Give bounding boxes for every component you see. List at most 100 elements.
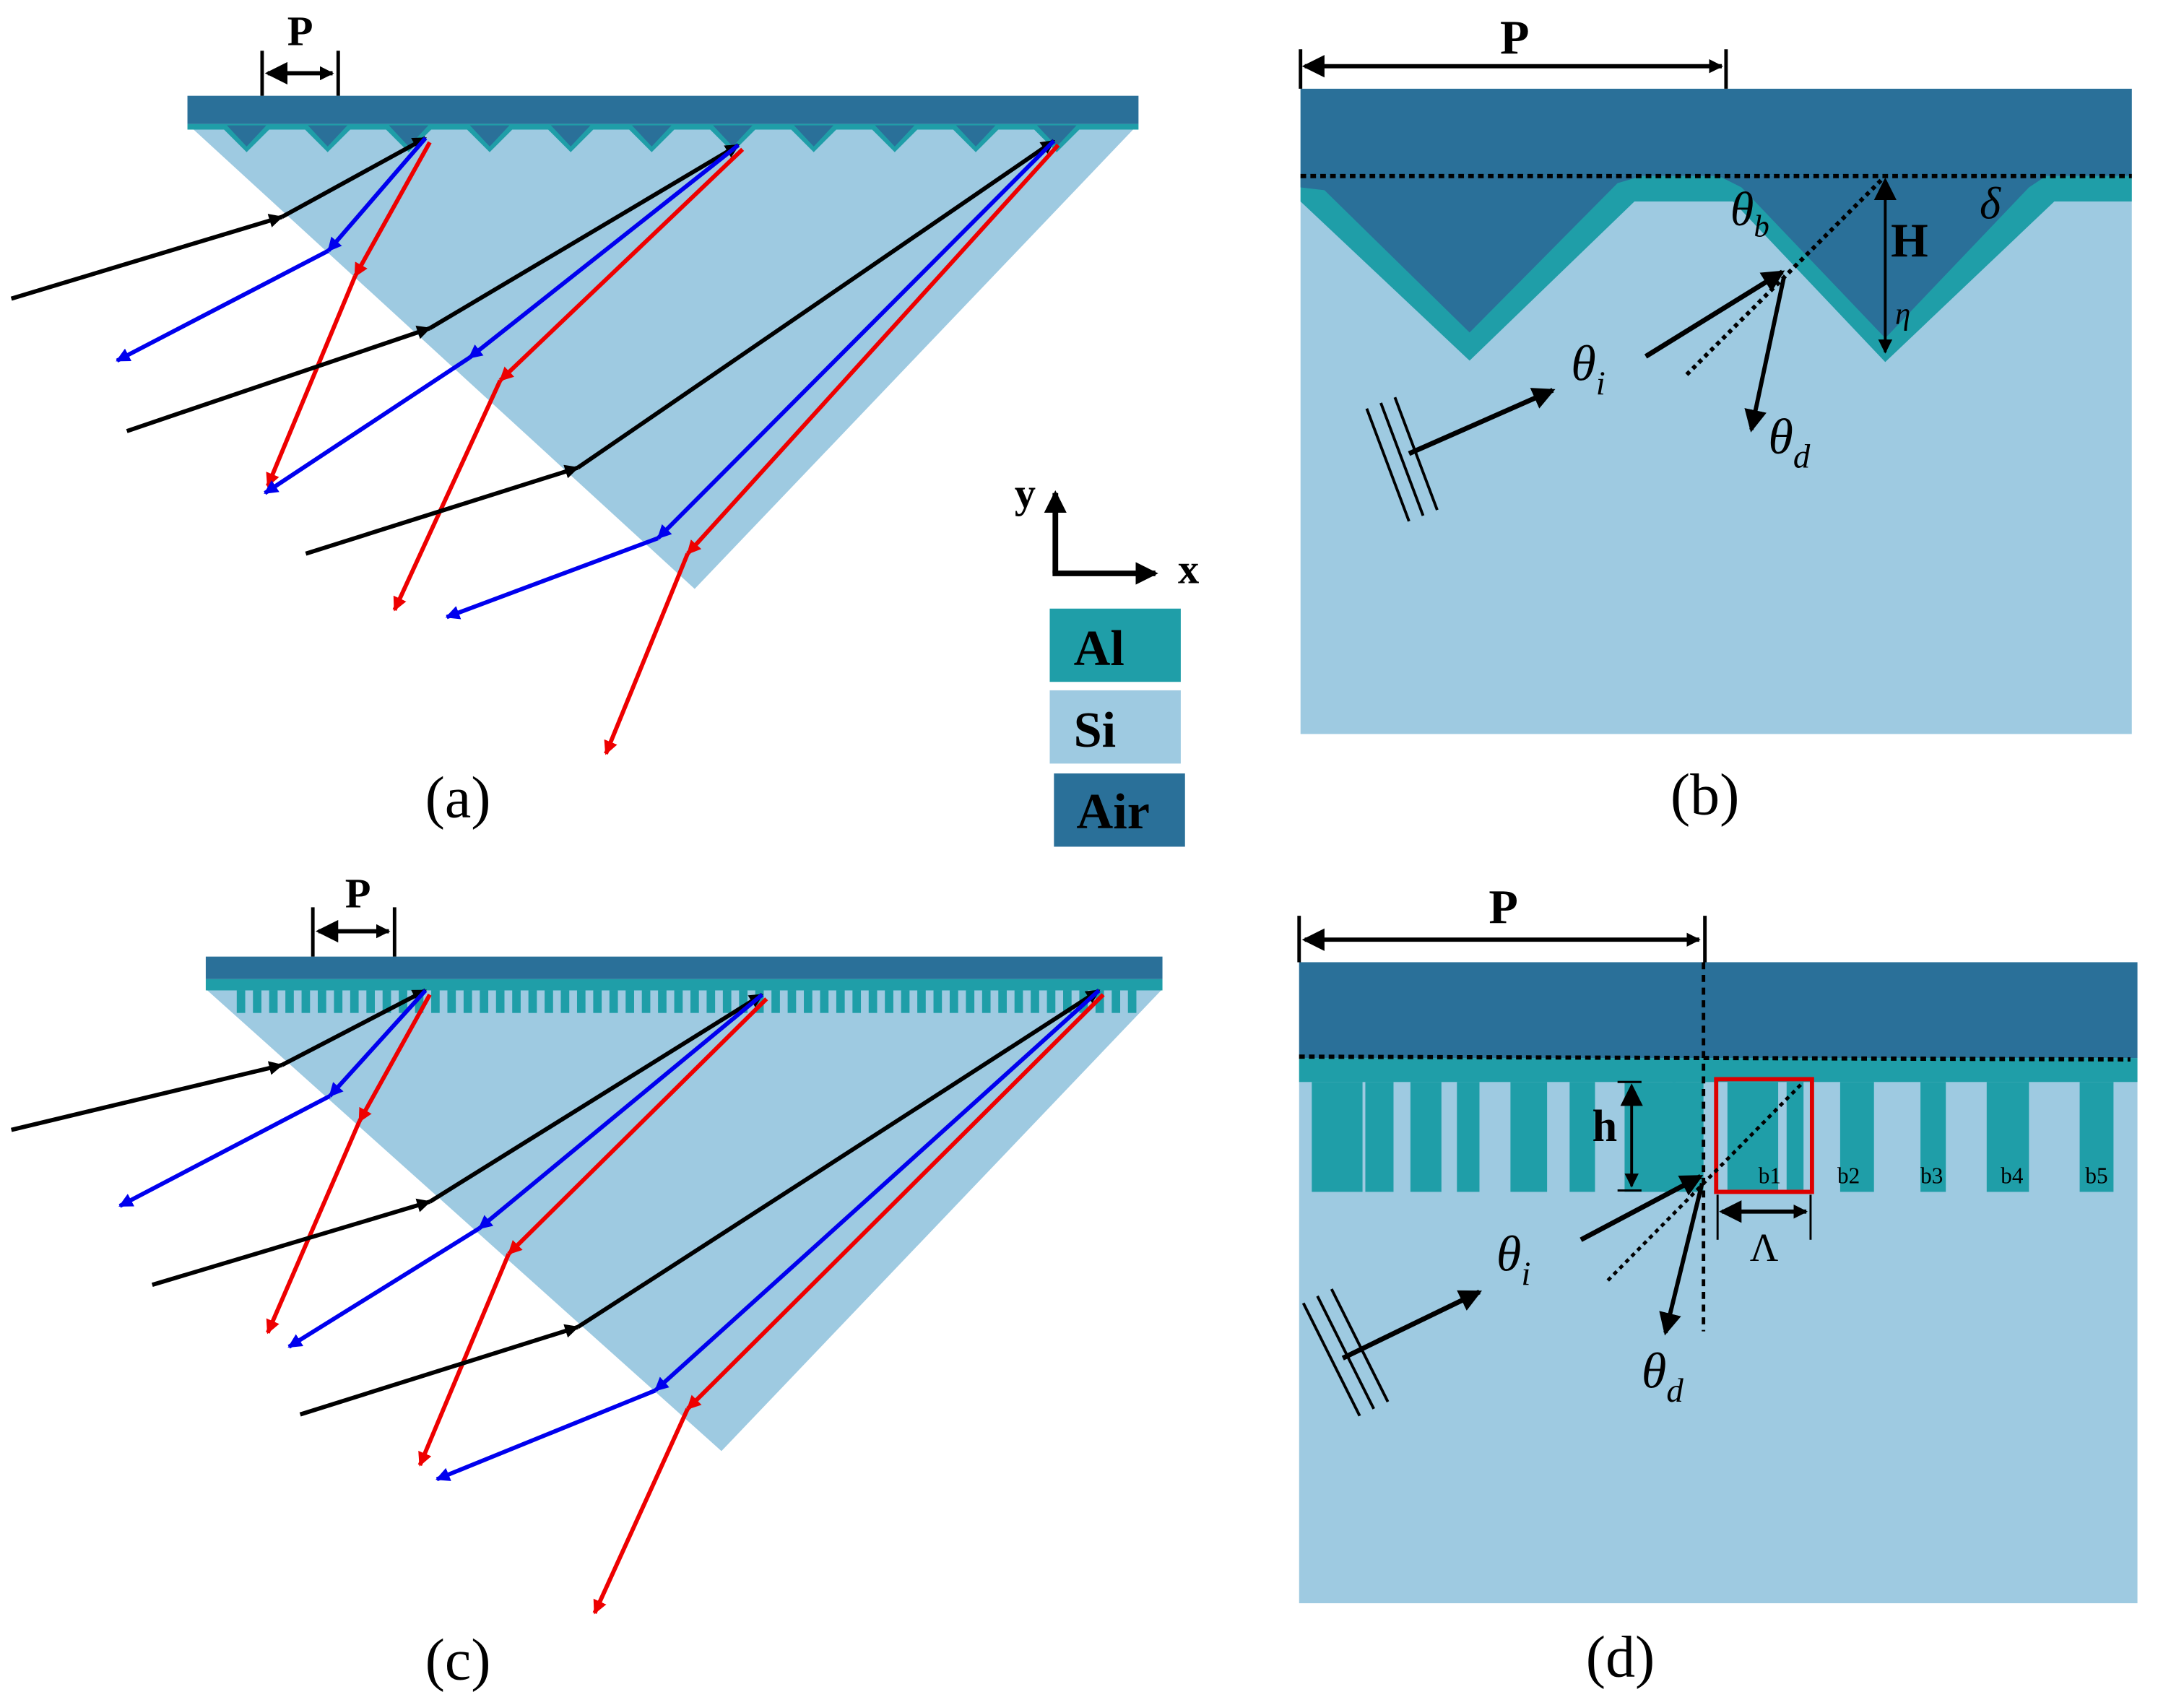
blue-ray <box>116 248 329 363</box>
grating-bar <box>625 990 634 1013</box>
delta-label: δ <box>1980 178 2001 228</box>
red-ray <box>353 141 432 278</box>
axes-indicator: y x <box>1015 469 1200 592</box>
incident-arrow <box>1408 388 1556 456</box>
grating-groove <box>227 125 266 147</box>
incident-ray <box>151 1198 431 1288</box>
grating-bar <box>739 990 748 1013</box>
grating-bar <box>1410 1082 1442 1192</box>
period-marker: P <box>311 869 396 957</box>
grating-bar <box>1920 1082 1946 1192</box>
blue-ray <box>436 1388 656 1482</box>
red-ray <box>266 1120 362 1335</box>
wavefront-icon <box>1365 396 1439 522</box>
grating-bar <box>1112 990 1121 1013</box>
grating-bar <box>366 990 376 1013</box>
grating-bar <box>285 990 294 1013</box>
grating-bar <box>576 990 586 1013</box>
grating-bar <box>804 990 812 1013</box>
grating-groove <box>389 125 429 147</box>
grating-bar <box>641 990 651 1013</box>
theta-b-label: θb <box>1730 183 1769 244</box>
grating-bar <box>690 990 699 1013</box>
red-ray <box>392 379 503 612</box>
grating-bar <box>982 990 991 1013</box>
grating-bar <box>1672 1082 1704 1192</box>
period-label: P <box>287 7 313 54</box>
grating-bar <box>1569 1082 1595 1192</box>
grating-bar <box>771 990 780 1013</box>
blazed-grating <box>187 123 1139 152</box>
caption-c: (c) <box>425 1626 491 1692</box>
grating-bar <box>334 990 343 1013</box>
incident-ray <box>299 1324 579 1417</box>
grating-bar <box>933 990 942 1013</box>
grating-bar <box>350 990 359 1013</box>
height-label: H <box>1891 214 1928 267</box>
diffracted-arrow <box>1744 277 1786 433</box>
panel-c: P (c) <box>10 869 1163 1692</box>
red-ray <box>417 1253 511 1467</box>
panel-b: P H δ η θb θi θd (b) <box>1299 12 2132 828</box>
binary-grating <box>236 990 1137 1013</box>
grating-bar <box>236 990 246 1013</box>
caption-a: (a) <box>425 765 491 830</box>
incident-ray <box>305 464 579 556</box>
grating-bar <box>949 990 958 1013</box>
block-label: b5 <box>2085 1163 2107 1189</box>
grating-groove <box>713 125 753 147</box>
grating-bar <box>1046 990 1056 1013</box>
theta-i-label: θi <box>1571 336 1606 403</box>
grating-bar <box>787 990 797 1013</box>
grating-bar <box>836 990 845 1013</box>
panel-a: P (a) <box>10 7 1139 830</box>
grating-bar <box>1031 990 1039 1013</box>
period-label: P <box>1500 12 1530 64</box>
red-ray <box>686 993 1105 1410</box>
grating-bar <box>253 990 261 1013</box>
block-label: b2 <box>1837 1163 1860 1189</box>
red-ray <box>604 552 690 755</box>
grating-groove <box>956 125 996 147</box>
grating-groove <box>469 125 510 147</box>
caption-b: (b) <box>1670 762 1740 828</box>
grating-bar <box>1510 1082 1548 1192</box>
caption-d: (d) <box>1586 1624 1655 1690</box>
grating-bar <box>1127 990 1137 1013</box>
grating-bar <box>317 990 326 1013</box>
h-label: h <box>1592 1101 1618 1151</box>
period-label: P <box>345 869 371 916</box>
grating-groove <box>794 125 834 147</box>
grating-bar <box>868 990 878 1013</box>
block-label: b1 <box>1759 1163 1781 1189</box>
grating-bar <box>1727 1082 1779 1192</box>
grating-bar <box>917 990 926 1013</box>
grating-bar <box>1457 1082 1480 1192</box>
incident-ray <box>10 1061 284 1132</box>
grating-bar <box>463 990 472 1013</box>
legend-label-si: Si <box>1074 702 1117 758</box>
ray-group <box>10 136 1060 755</box>
grating-bar <box>901 990 910 1013</box>
blue-ray <box>326 136 428 253</box>
legend-swatch-air <box>1054 773 1185 847</box>
eta-label: η <box>1895 298 1910 331</box>
incident-ray <box>126 325 431 433</box>
grating-bar <box>301 990 311 1013</box>
grating-bar <box>1063 990 1072 1013</box>
grating-bar <box>885 990 893 1013</box>
air-layer <box>187 95 1139 124</box>
grating-bar <box>998 990 1007 1013</box>
legend-swatch-al <box>1049 608 1181 682</box>
air-layer <box>1300 88 2132 176</box>
grating-bar <box>528 990 537 1013</box>
x-axis-label: x <box>1178 546 1199 593</box>
incident-arrow <box>1341 1289 1483 1361</box>
grating-bar <box>512 990 521 1013</box>
grating-bar <box>560 990 570 1013</box>
blue-ray <box>287 1226 480 1349</box>
lambda-label: Λ <box>1750 1225 1779 1270</box>
